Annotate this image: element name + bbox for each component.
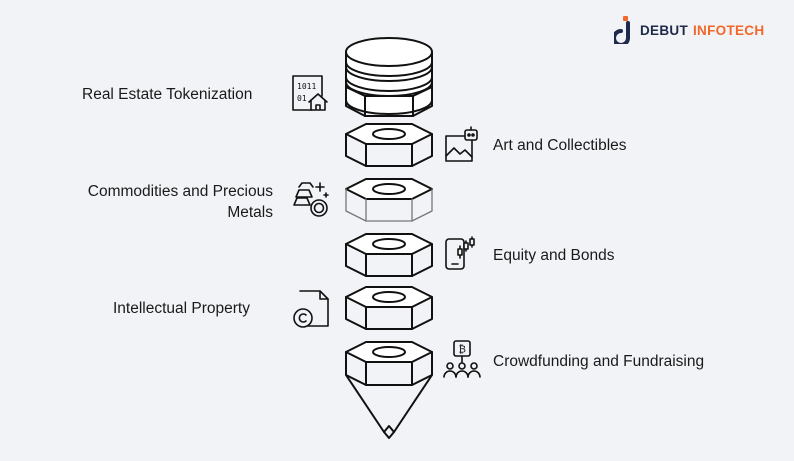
art-picture-icon <box>445 126 478 162</box>
gold-bars-icon <box>293 182 329 217</box>
stock-chart-phone-icon <box>445 236 475 270</box>
hex-nut-2 <box>345 178 433 222</box>
top-cylinder <box>345 37 433 117</box>
label-intellectual-property: Intellectual Property <box>113 300 250 317</box>
hex-nut-3 <box>345 233 433 277</box>
hex-nut-1 <box>345 123 433 167</box>
brand-mark-icon <box>614 16 630 44</box>
brand-word-debut: DEBUT <box>640 22 688 38</box>
svg-text:01: 01 <box>297 94 307 103</box>
label-commodities-line1: Commodities and Precious <box>87 183 273 200</box>
hex-nut-4 <box>345 286 433 330</box>
label-equity: Equity and Bonds <box>493 247 615 264</box>
brand-name: DEBUT INFOTECH <box>640 23 764 38</box>
brand-logo: DEBUT INFOTECH <box>614 16 764 44</box>
brand-word-infotech: INFOTECH <box>693 22 765 38</box>
label-real-estate: Real Estate Tokenization <box>82 86 253 103</box>
label-art: Art and Collectibles <box>493 137 627 154</box>
label-commodities-line2: Metals <box>227 204 273 221</box>
svg-text:₿: ₿ <box>459 344 466 356</box>
label-commodities: Commodities and Precious Metals <box>56 181 273 223</box>
label-crowdfunding: Crowdfunding and Fundraising <box>493 353 705 370</box>
hex-nut-cone <box>345 341 433 439</box>
crowdfunding-people-icon: ₿ <box>443 340 481 378</box>
svg-text:1011: 1011 <box>297 82 316 91</box>
real-estate-document-icon: 1011 01 <box>292 75 328 111</box>
copyright-document-icon <box>293 290 329 328</box>
